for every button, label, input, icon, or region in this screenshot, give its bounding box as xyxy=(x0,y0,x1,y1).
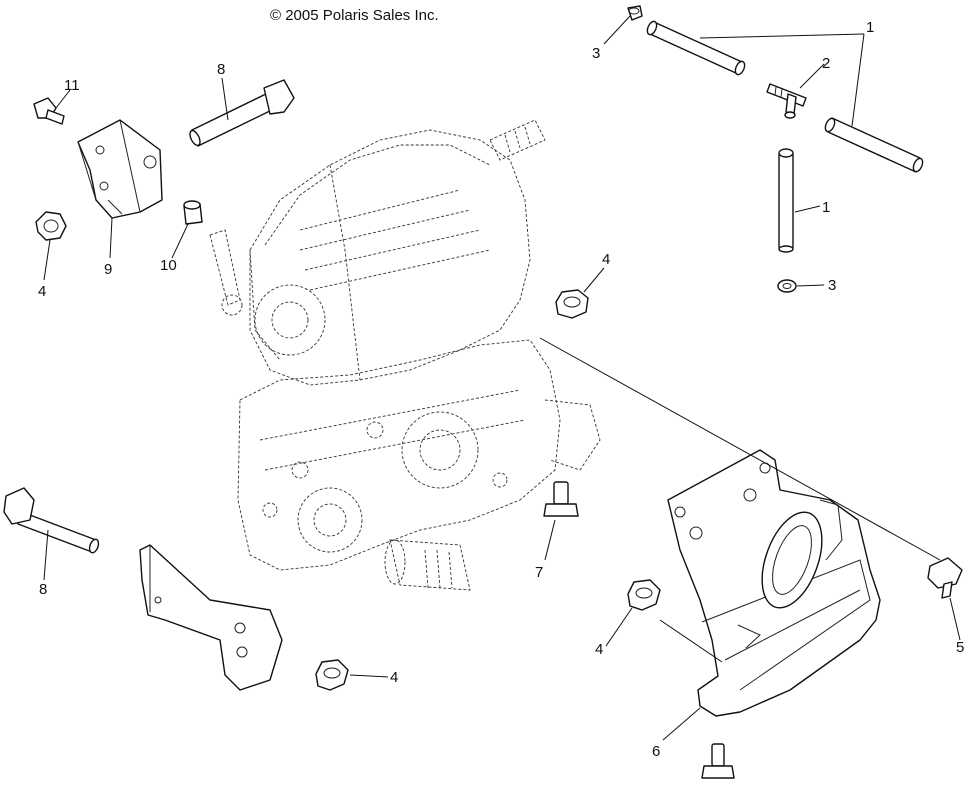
callout-5: 5 xyxy=(956,639,964,656)
flange-nut-bracket xyxy=(627,579,661,611)
small-bolt xyxy=(33,97,65,125)
mount-bracket xyxy=(667,449,881,717)
copyright-text: © 2005 Polaris Sales Inc. xyxy=(270,7,439,24)
callout-3-top: 3 xyxy=(592,45,600,62)
callout-4-left: 4 xyxy=(38,283,46,300)
callout-3-right: 3 xyxy=(828,277,836,294)
leader-lines xyxy=(43,15,961,741)
long-bolt-upper xyxy=(189,79,295,147)
transmission-assembly xyxy=(209,119,601,591)
engine-mount-bracket xyxy=(77,119,163,219)
callout-2: 2 xyxy=(822,55,830,72)
tube-vertical xyxy=(778,148,794,253)
callout-7: 7 xyxy=(535,564,543,581)
long-bolt-lower xyxy=(3,487,100,554)
callout-1-top: 1 xyxy=(866,19,874,36)
clamp-upper xyxy=(627,5,643,21)
tube-right xyxy=(824,117,924,173)
callout-9: 9 xyxy=(104,261,112,278)
flange-nut-left xyxy=(35,211,67,241)
stud-bottom xyxy=(701,743,735,779)
flange-nut-center xyxy=(555,289,589,319)
short-bolt xyxy=(543,481,579,517)
callout-10: 10 xyxy=(160,257,177,274)
callout-4-center: 4 xyxy=(602,251,610,268)
tee-fitting xyxy=(766,83,807,119)
clamp-lower xyxy=(777,279,797,293)
bolt-right xyxy=(927,557,963,599)
spacer xyxy=(183,200,203,225)
callout-6: 6 xyxy=(652,743,660,760)
callout-8-top: 8 xyxy=(217,61,225,78)
callout-1-mid: 1 xyxy=(822,199,830,216)
callout-8-bottom: 8 xyxy=(39,581,47,598)
flange-nut-bottom xyxy=(315,659,349,691)
tube-upper xyxy=(646,20,746,76)
callout-4-bottom: 4 xyxy=(390,669,398,686)
callout-11: 11 xyxy=(64,77,80,94)
callout-labels: 1 1 2 3 3 4 4 4 4 5 6 7 8 8 9 10 11 xyxy=(38,19,964,760)
support-bracket-left xyxy=(139,544,283,691)
callout-4-bracket: 4 xyxy=(595,641,603,658)
